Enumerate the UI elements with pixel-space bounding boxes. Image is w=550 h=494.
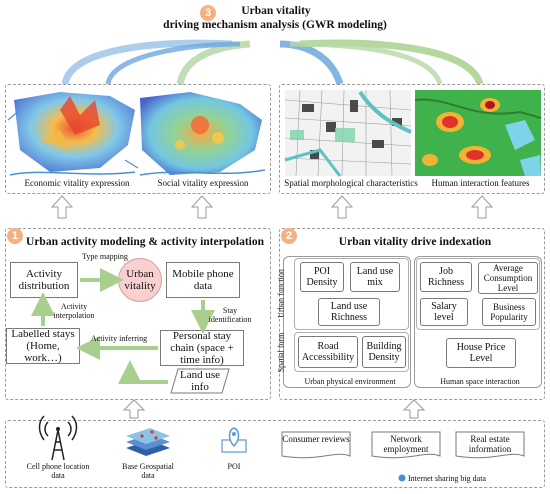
node-land-use-info: Land use info [170, 368, 230, 394]
edge-type-mapping: Type mapping [82, 252, 128, 261]
human-interaction-caption: Human interaction features [431, 178, 530, 188]
real-estate-label: Real estate information [468, 434, 512, 454]
vitality-maps-panel [5, 84, 271, 194]
indicator-building-density: Building Density [362, 336, 406, 368]
activity-modeling-title: Urban activity modeling & activity inter… [26, 236, 264, 248]
land-use-parallelogram [170, 368, 230, 394]
poi-label: POI [227, 462, 241, 471]
arrow-spatial [279, 40, 344, 86]
economic-vitality-caption: Economic vitality expression [24, 178, 130, 188]
social-vitality-caption: Social vitality expression [157, 178, 249, 188]
indicator-road-accessibility: Road Accessibility [298, 336, 358, 368]
internet-big-data-caption: Internet sharing big data [408, 474, 486, 483]
edge-stay-identification: Stay identification [208, 306, 252, 324]
top-title-line2: driving mechanism analysis (GWR modeling… [163, 19, 387, 31]
step-1-badge: 1 [7, 228, 23, 244]
indicator-house-price: House Price Level [446, 338, 516, 368]
cell-phone-data-label: Cell phone location data [26, 462, 90, 480]
geospatial-data-label: Base Geospatial data [122, 462, 174, 480]
drivers-maps-panel [279, 84, 545, 194]
human-space-caption: Human space interaction [440, 377, 520, 386]
physical-environment-caption: Urban physical environment [304, 377, 396, 386]
indicator-land-use-mix: Land use mix [350, 262, 400, 292]
consumer-reviews-label: Consumer reviews [282, 434, 350, 444]
activity-modeling-panel [5, 228, 271, 400]
node-mobile-phone-data: Mobile phone data [166, 262, 240, 298]
indicator-salary-level: Salary level [420, 298, 468, 326]
edge-activity-interpolation: Activity interpolation [53, 302, 95, 320]
indicator-poi-density: POI Density [300, 262, 344, 292]
land-use-info-label: Land use info [180, 369, 221, 393]
arrow-social [176, 40, 251, 85]
indicator-job-richness: Job Richness [420, 262, 472, 292]
step-3-badge: 3 [200, 5, 216, 21]
drive-indexation-panel [279, 228, 545, 400]
indicator-business-popularity: Business Popularity [482, 298, 536, 326]
network-employment-label: Network employment [383, 434, 429, 454]
drive-indexation-title: Urban vitality drive indexation [338, 236, 492, 248]
data-sources-panel [5, 420, 545, 488]
node-activity-distribution: Activity distribution [10, 262, 78, 298]
step-2-badge: 2 [281, 228, 297, 244]
node-labelled-stays: Labelled stays (Home, work…) [6, 328, 80, 364]
indicator-land-use-richness: Land use Richness [318, 298, 380, 326]
spatial-morphology-caption: Spatial morphological characteristics [284, 178, 418, 188]
indicator-average-consumption: Average Consumption Level [478, 262, 538, 294]
edge-activity-inferring: Activity inferring [90, 334, 148, 343]
top-title-line1: Urban vitality [241, 5, 311, 17]
